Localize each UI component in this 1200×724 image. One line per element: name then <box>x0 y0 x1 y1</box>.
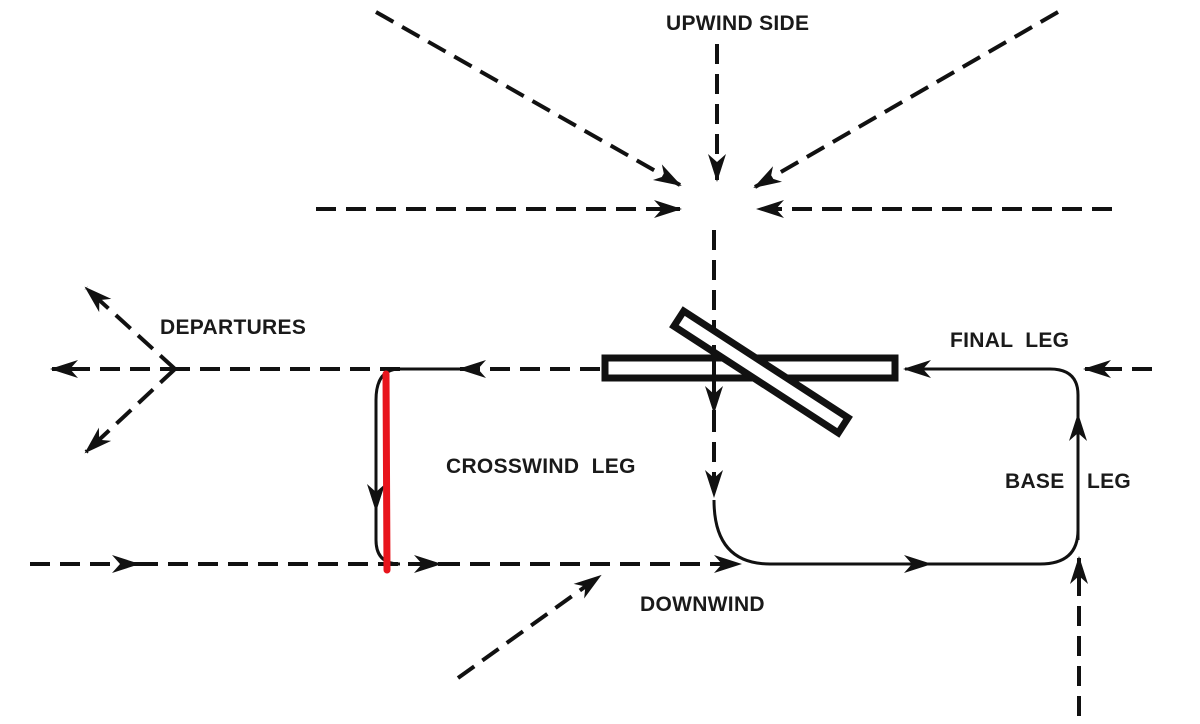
crosswind-leg-path <box>367 367 401 512</box>
label-base-leg-left: BASE <box>1005 470 1065 493</box>
label-crosswind-leg: CROSSWIND LEG <box>446 455 636 478</box>
runway-crossing <box>669 306 853 438</box>
label-final-leg: FINAL LEG <box>950 329 1069 352</box>
departure-left-turn <box>84 286 177 371</box>
upwind-arrow-right-diagonal <box>753 10 1060 189</box>
upwind-arrow-left-diagonal <box>375 10 682 187</box>
label-downwind: DOWNWIND <box>640 593 765 616</box>
highlight-marker <box>382 370 391 574</box>
label-upwind-side: UPWIND SIDE <box>666 12 809 35</box>
downwind-leg-path <box>712 499 932 573</box>
label-departures: DEPARTURES <box>160 316 306 339</box>
departure-right-turn <box>84 367 177 454</box>
label-base-leg-right: LEG <box>1087 470 1131 493</box>
downwind-45-entry <box>456 574 602 680</box>
final-leg-path <box>903 360 1080 415</box>
